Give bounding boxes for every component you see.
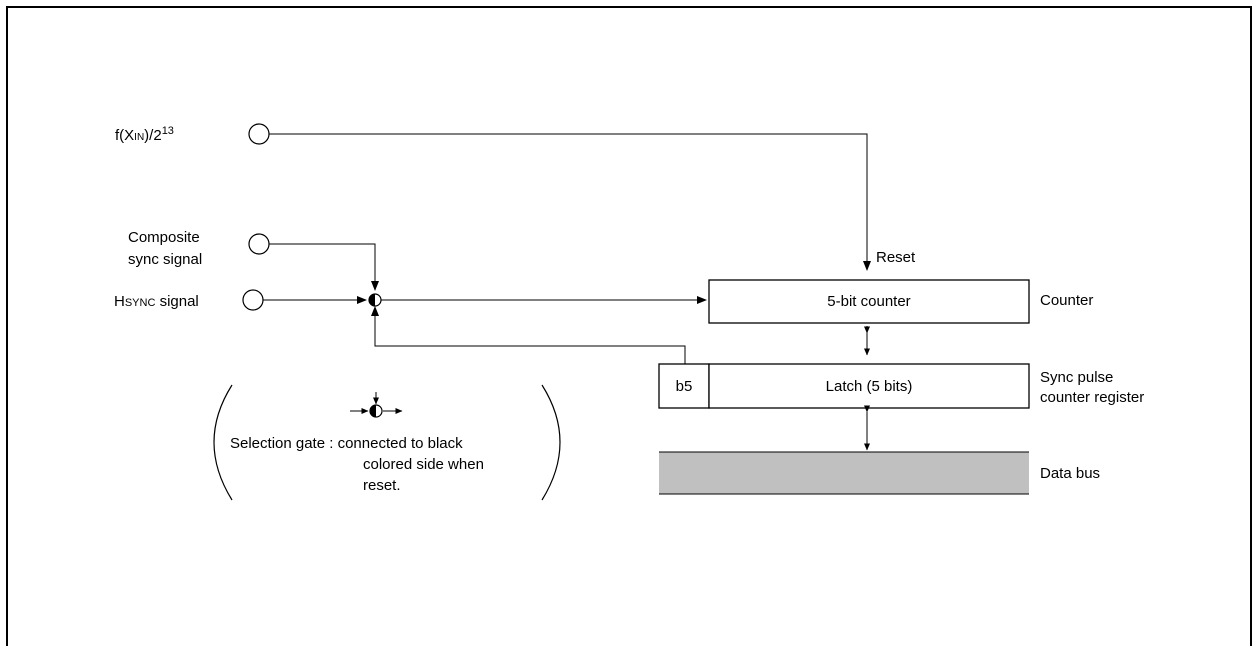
- legend-line2: colored side when: [363, 456, 484, 473]
- diagram-frame: [6, 6, 1252, 646]
- legend-right-paren: [541, 384, 561, 501]
- legend-left-paren: [213, 384, 233, 501]
- legend-gate-black-half: [370, 405, 376, 417]
- selection-gate-black-side: [369, 294, 375, 306]
- sync-register-label-line1: Sync pulse: [1040, 369, 1113, 386]
- composite-wire: [269, 243, 379, 291]
- b5-cell: [658, 363, 710, 409]
- counter-block-label: 5-bit counter: [827, 293, 910, 310]
- data-bus: [659, 452, 1029, 494]
- composite-label-line1: Composite: [128, 229, 200, 246]
- data-bus-label: Data bus: [1040, 465, 1100, 482]
- hsync-label: HSYNC signal: [114, 293, 199, 310]
- composite-pin: [248, 233, 270, 255]
- b5-feedback-wire: [371, 306, 686, 364]
- b5-label: b5: [676, 378, 693, 395]
- legend-gate-symbol: [350, 392, 403, 418]
- fxin-wire: [269, 133, 871, 271]
- sync-register-label-line2: counter register: [1040, 389, 1144, 406]
- fxin-pin: [248, 123, 270, 145]
- counter-side-label: Counter: [1040, 292, 1093, 309]
- composite-label-line2: sync signal: [128, 251, 202, 268]
- latch-block: [708, 363, 1030, 409]
- five-bit-counter-block: [708, 279, 1030, 324]
- legend-line1: Selection gate : connected to black: [230, 435, 463, 452]
- legend-line3: reset.: [363, 477, 401, 494]
- hsync-pin: [242, 289, 264, 311]
- fxin-label: f(XIN)/213: [115, 125, 174, 144]
- reset-label: Reset: [876, 249, 916, 266]
- latch-block-label: Latch (5 bits): [826, 378, 913, 395]
